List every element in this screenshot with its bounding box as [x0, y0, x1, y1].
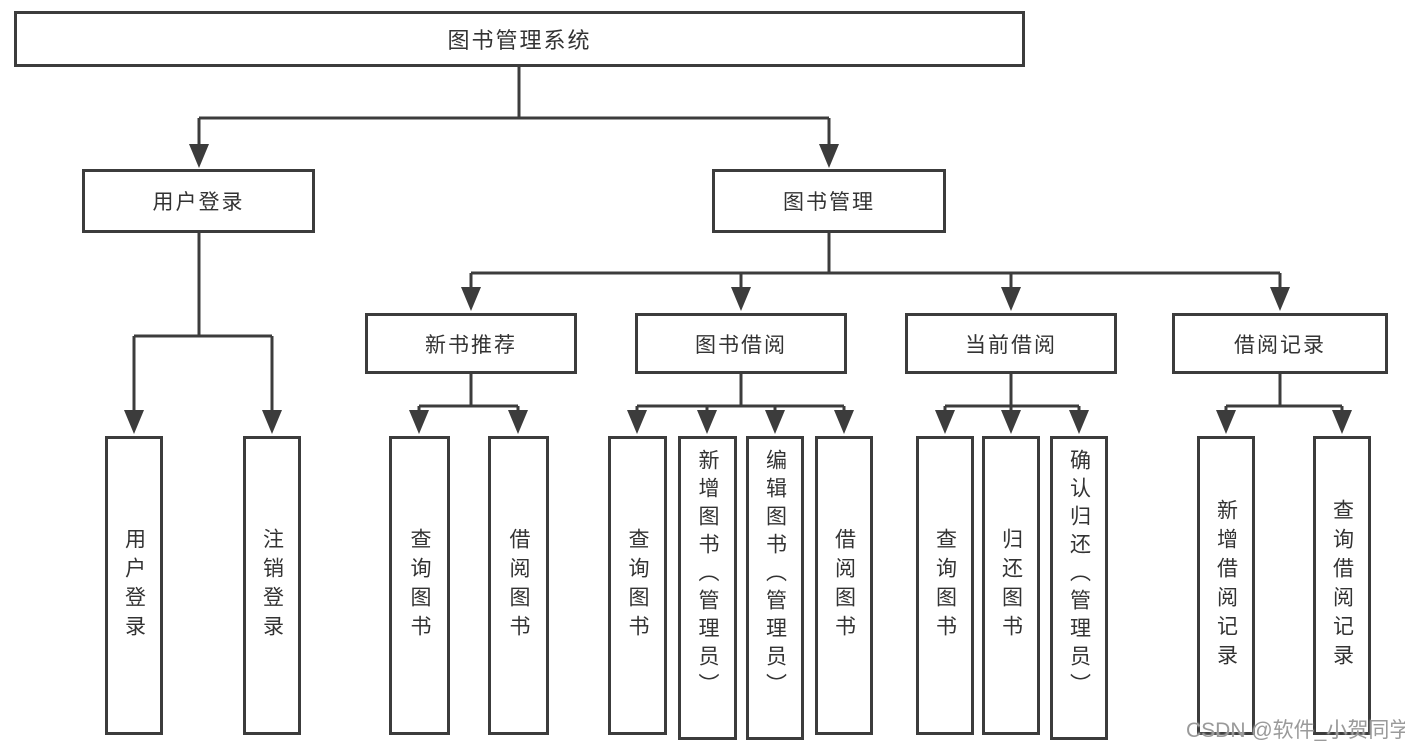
node-label: 注销登录: [260, 527, 284, 644]
leaf-edit-book-admin: 编辑图书（管理员）: [746, 436, 804, 740]
node-label: 编辑图书（管理员）: [763, 449, 787, 701]
node-label: 查询借阅记录: [1330, 498, 1354, 673]
node-book-borrowing: 图书借阅: [635, 313, 847, 374]
leaf-borrow-books-recommend: 借阅图书: [488, 436, 549, 735]
node-label: 借阅图书: [832, 527, 856, 644]
leaf-borrow-books: 借阅图书: [815, 436, 873, 735]
node-borrowing-records: 借阅记录: [1172, 313, 1388, 374]
node-label: 查询图书: [933, 527, 957, 644]
leaf-add-borrow-record: 新增借阅记录: [1197, 436, 1255, 735]
leaf-logout: 注销登录: [243, 436, 301, 735]
node-label: 用户登录: [122, 527, 146, 644]
leaf-user-login: 用户登录: [105, 436, 163, 735]
leaf-query-books-current: 查询图书: [916, 436, 974, 735]
node-label: 归还图书: [999, 527, 1023, 644]
node-label: 图书管理系统: [447, 28, 592, 53]
node-label: 图书管理: [783, 191, 875, 214]
node-current-borrowing: 当前借阅: [905, 313, 1117, 374]
leaf-query-books-borrow: 查询图书: [608, 436, 667, 735]
node-label: 确认归还（管理员）: [1067, 449, 1091, 701]
node-label: 新增借阅记录: [1214, 498, 1238, 673]
leaf-return-books: 归还图书: [982, 436, 1040, 735]
node-label: 用户登录: [152, 191, 245, 214]
node-new-book-recommendation: 新书推荐: [365, 313, 577, 374]
leaf-query-borrow-record: 查询借阅记录: [1313, 436, 1371, 735]
node-user-login: 用户登录: [82, 169, 315, 233]
node-label: 新书推荐: [425, 333, 517, 357]
node-label: 借阅图书: [507, 527, 530, 644]
node-book-management: 图书管理: [712, 169, 946, 233]
node-label: 查询图书: [626, 527, 649, 644]
node-label: 当前借阅: [965, 333, 1057, 357]
leaf-query-books-recommend: 查询图书: [389, 436, 450, 735]
leaf-confirm-return-admin: 确认归还（管理员）: [1050, 436, 1108, 740]
node-label: 借阅记录: [1234, 333, 1326, 357]
node-label: 新增图书（管理员）: [696, 449, 719, 701]
node-root-title: 图书管理系统: [14, 11, 1025, 67]
node-label: 查询图书: [408, 527, 431, 644]
csdn-watermark: CSDN @软件_小贺同学: [1186, 719, 1405, 742]
leaf-add-book-admin: 新增图书（管理员）: [678, 436, 737, 740]
node-label: 图书借阅: [695, 333, 787, 357]
